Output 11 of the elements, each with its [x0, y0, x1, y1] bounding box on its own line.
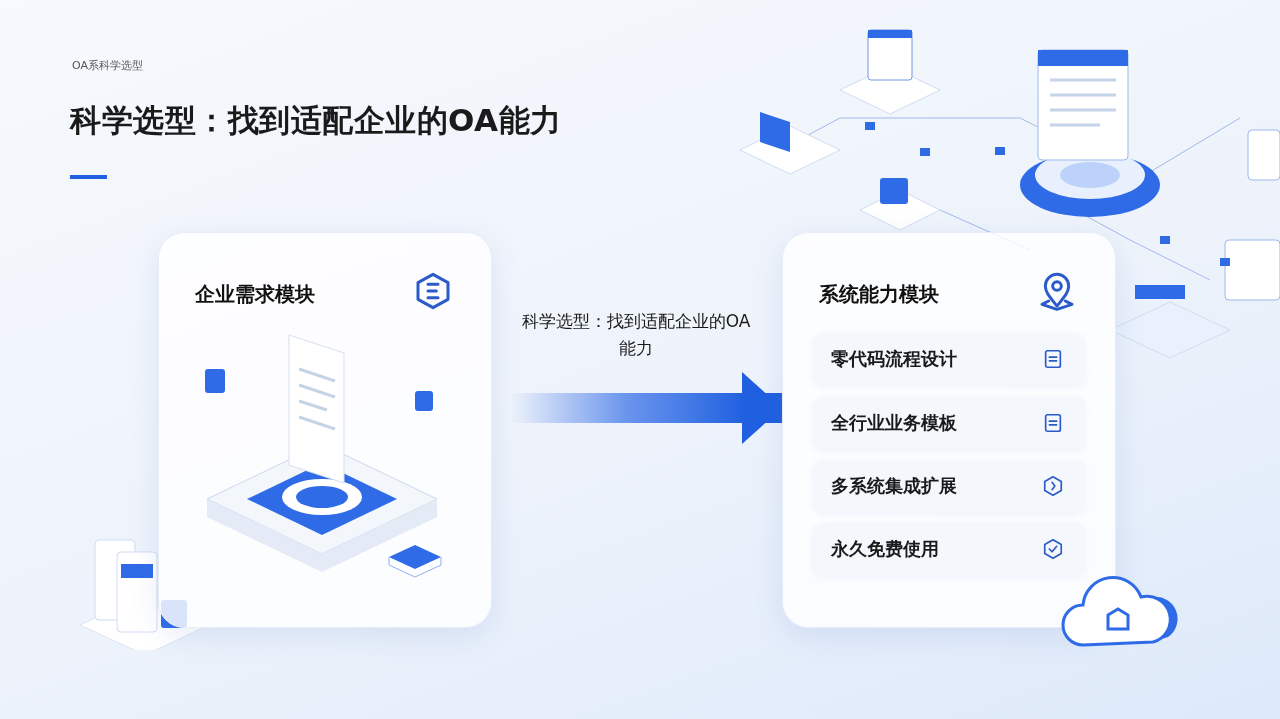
feature-text: 永久免费使用: [831, 537, 939, 561]
edge-label: 科学选型：找到适配企业的OA能力: [520, 310, 752, 361]
card-heading: 系统能力模块: [819, 281, 939, 308]
breadcrumb-text: OA系科学选型: [72, 58, 143, 73]
feature-text: 零代码流程设计: [831, 347, 957, 371]
card-heading: 企业需求模块: [195, 281, 315, 308]
feature-text: 多系统集成扩展: [831, 474, 957, 498]
feature-text: 全行业业务模板: [831, 411, 957, 435]
module-card: [782, 232, 1116, 628]
page-title: 科学选型：找到适配企业的OA能力: [70, 101, 562, 140]
module-card: [158, 232, 492, 628]
